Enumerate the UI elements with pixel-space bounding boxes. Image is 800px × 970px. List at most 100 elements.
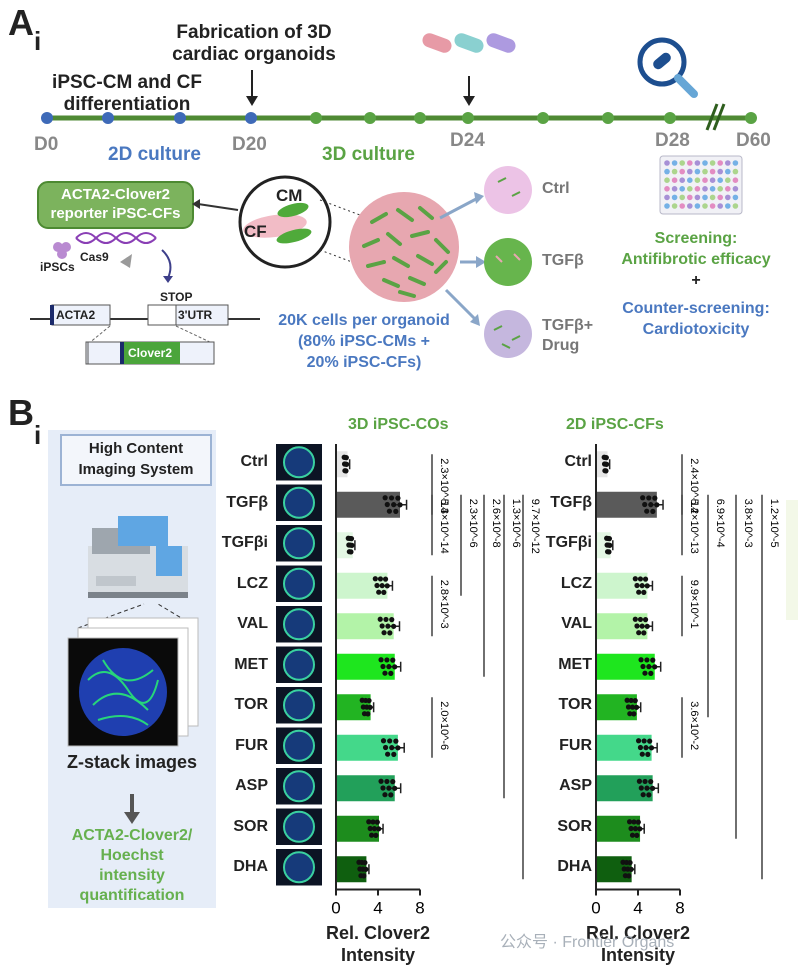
data-point [640, 663, 646, 670]
data-point [606, 549, 612, 555]
data-point [632, 826, 639, 832]
category-label: SOR [233, 817, 268, 835]
organoid-tgfb [484, 238, 532, 286]
data-point [389, 617, 395, 623]
data-point [636, 778, 643, 784]
organoid-composition: 20K cells per organoid (80% iPSC-CMs + 2… [278, 312, 450, 371]
data-point [377, 576, 384, 582]
data-point [371, 826, 378, 832]
data-point [387, 630, 393, 636]
day-d24: D24 [450, 130, 485, 151]
data-point [386, 785, 392, 791]
data-point [625, 704, 632, 710]
data-point [636, 630, 642, 636]
reporter-label: ACTA2-Clover2 reporter iPSC-CFs [50, 186, 181, 222]
data-point [367, 825, 373, 832]
data-point [386, 664, 392, 670]
stop-label: STOP [160, 290, 193, 304]
x-tick-label: 8 [415, 899, 424, 918]
data-point [390, 657, 396, 663]
data-point [644, 785, 650, 791]
data-point [366, 819, 372, 825]
data-point [388, 495, 395, 501]
data-point [391, 502, 397, 508]
data-point [641, 738, 647, 744]
category-label: LCZ [560, 574, 592, 592]
data-point [381, 630, 387, 636]
data-point [391, 623, 397, 629]
category-label: TGFβ [226, 493, 268, 511]
data-point [388, 670, 394, 676]
data-point [638, 657, 644, 663]
p-value-label: 9.9×10^-1 [688, 580, 700, 629]
data-point [376, 589, 382, 595]
data-point [642, 617, 649, 623]
cm-label: CM [276, 186, 303, 205]
data-point [632, 576, 638, 582]
data-point [603, 455, 609, 461]
acta2-label: ACTA2 [56, 308, 96, 322]
data-point [387, 738, 393, 744]
panel-b-letter: B [8, 392, 34, 433]
data-point [637, 744, 644, 751]
well-plate [659, 155, 743, 215]
data-point [628, 697, 634, 704]
data-point [628, 825, 634, 832]
reporter-box [37, 181, 194, 229]
data-point [639, 623, 645, 629]
data-point [373, 832, 379, 838]
p-value-label: 3.8×10^-3 [742, 499, 754, 548]
data-point [644, 623, 650, 629]
day-d20: D20 [232, 134, 267, 155]
category-label: MET [558, 655, 592, 673]
data-point [641, 630, 647, 636]
x-tick-label: 4 [633, 899, 642, 918]
quantification-label: ACTA2-Clover2/ Hoechst intensity quantif… [71, 827, 193, 904]
category-label: VAL [237, 615, 268, 633]
category-label: SOR [557, 817, 592, 835]
screening-text: Screening: Antifibrotic efficacy [621, 230, 771, 268]
data-point [378, 778, 384, 784]
data-point [646, 495, 652, 501]
data-point [638, 785, 644, 791]
p-value-label: 1.2×10^-5 [768, 499, 780, 548]
ipsc-cluster [53, 242, 71, 259]
data-point [629, 704, 636, 710]
cf-xlabel: Rel. Clover2 Intensity [585, 923, 691, 965]
data-point [648, 745, 655, 751]
data-point [382, 744, 389, 751]
data-point [654, 502, 660, 508]
data-point [365, 711, 371, 717]
cf-chart-title: 2D iPSC-CFs [566, 416, 664, 433]
p-value-label: 1.3×10^-6 [510, 499, 522, 548]
data-point [648, 502, 654, 508]
timeline-nodes [41, 112, 757, 124]
category-label: VAL [561, 615, 592, 633]
data-point [376, 826, 382, 832]
data-point [644, 508, 650, 514]
organoid-thumbnails [276, 444, 322, 886]
data-point [606, 536, 613, 542]
data-point [397, 502, 403, 508]
clover2-label: Clover2 [128, 346, 173, 360]
data-point [650, 508, 656, 514]
fabrication-label: Fabrication of 3D cardiac organoids [172, 22, 336, 65]
p-value-label: 2.0×10^-6 [438, 701, 450, 750]
data-point [644, 583, 650, 589]
p-value-label: 2.3×10^-14 [438, 458, 450, 513]
organoid-main [349, 192, 459, 302]
data-point [379, 583, 385, 589]
data-point [633, 704, 640, 710]
x-tick-label: 0 [331, 899, 340, 918]
data-point [642, 576, 649, 582]
counter-screening-text: Counter-screening: Cardiotoxicity [622, 300, 770, 338]
data-point [650, 657, 656, 663]
condition-drug: TGFβ+ Drug [542, 317, 594, 354]
data-point [636, 589, 642, 595]
data-point [634, 832, 640, 838]
watermark: 公众号 · Frontier Organs [500, 934, 675, 951]
data-point [348, 549, 354, 555]
data-point [391, 751, 397, 757]
panel-b-sub: i [34, 420, 42, 450]
differentiation-label: iPSC-CM and CF differentiation [52, 72, 202, 115]
